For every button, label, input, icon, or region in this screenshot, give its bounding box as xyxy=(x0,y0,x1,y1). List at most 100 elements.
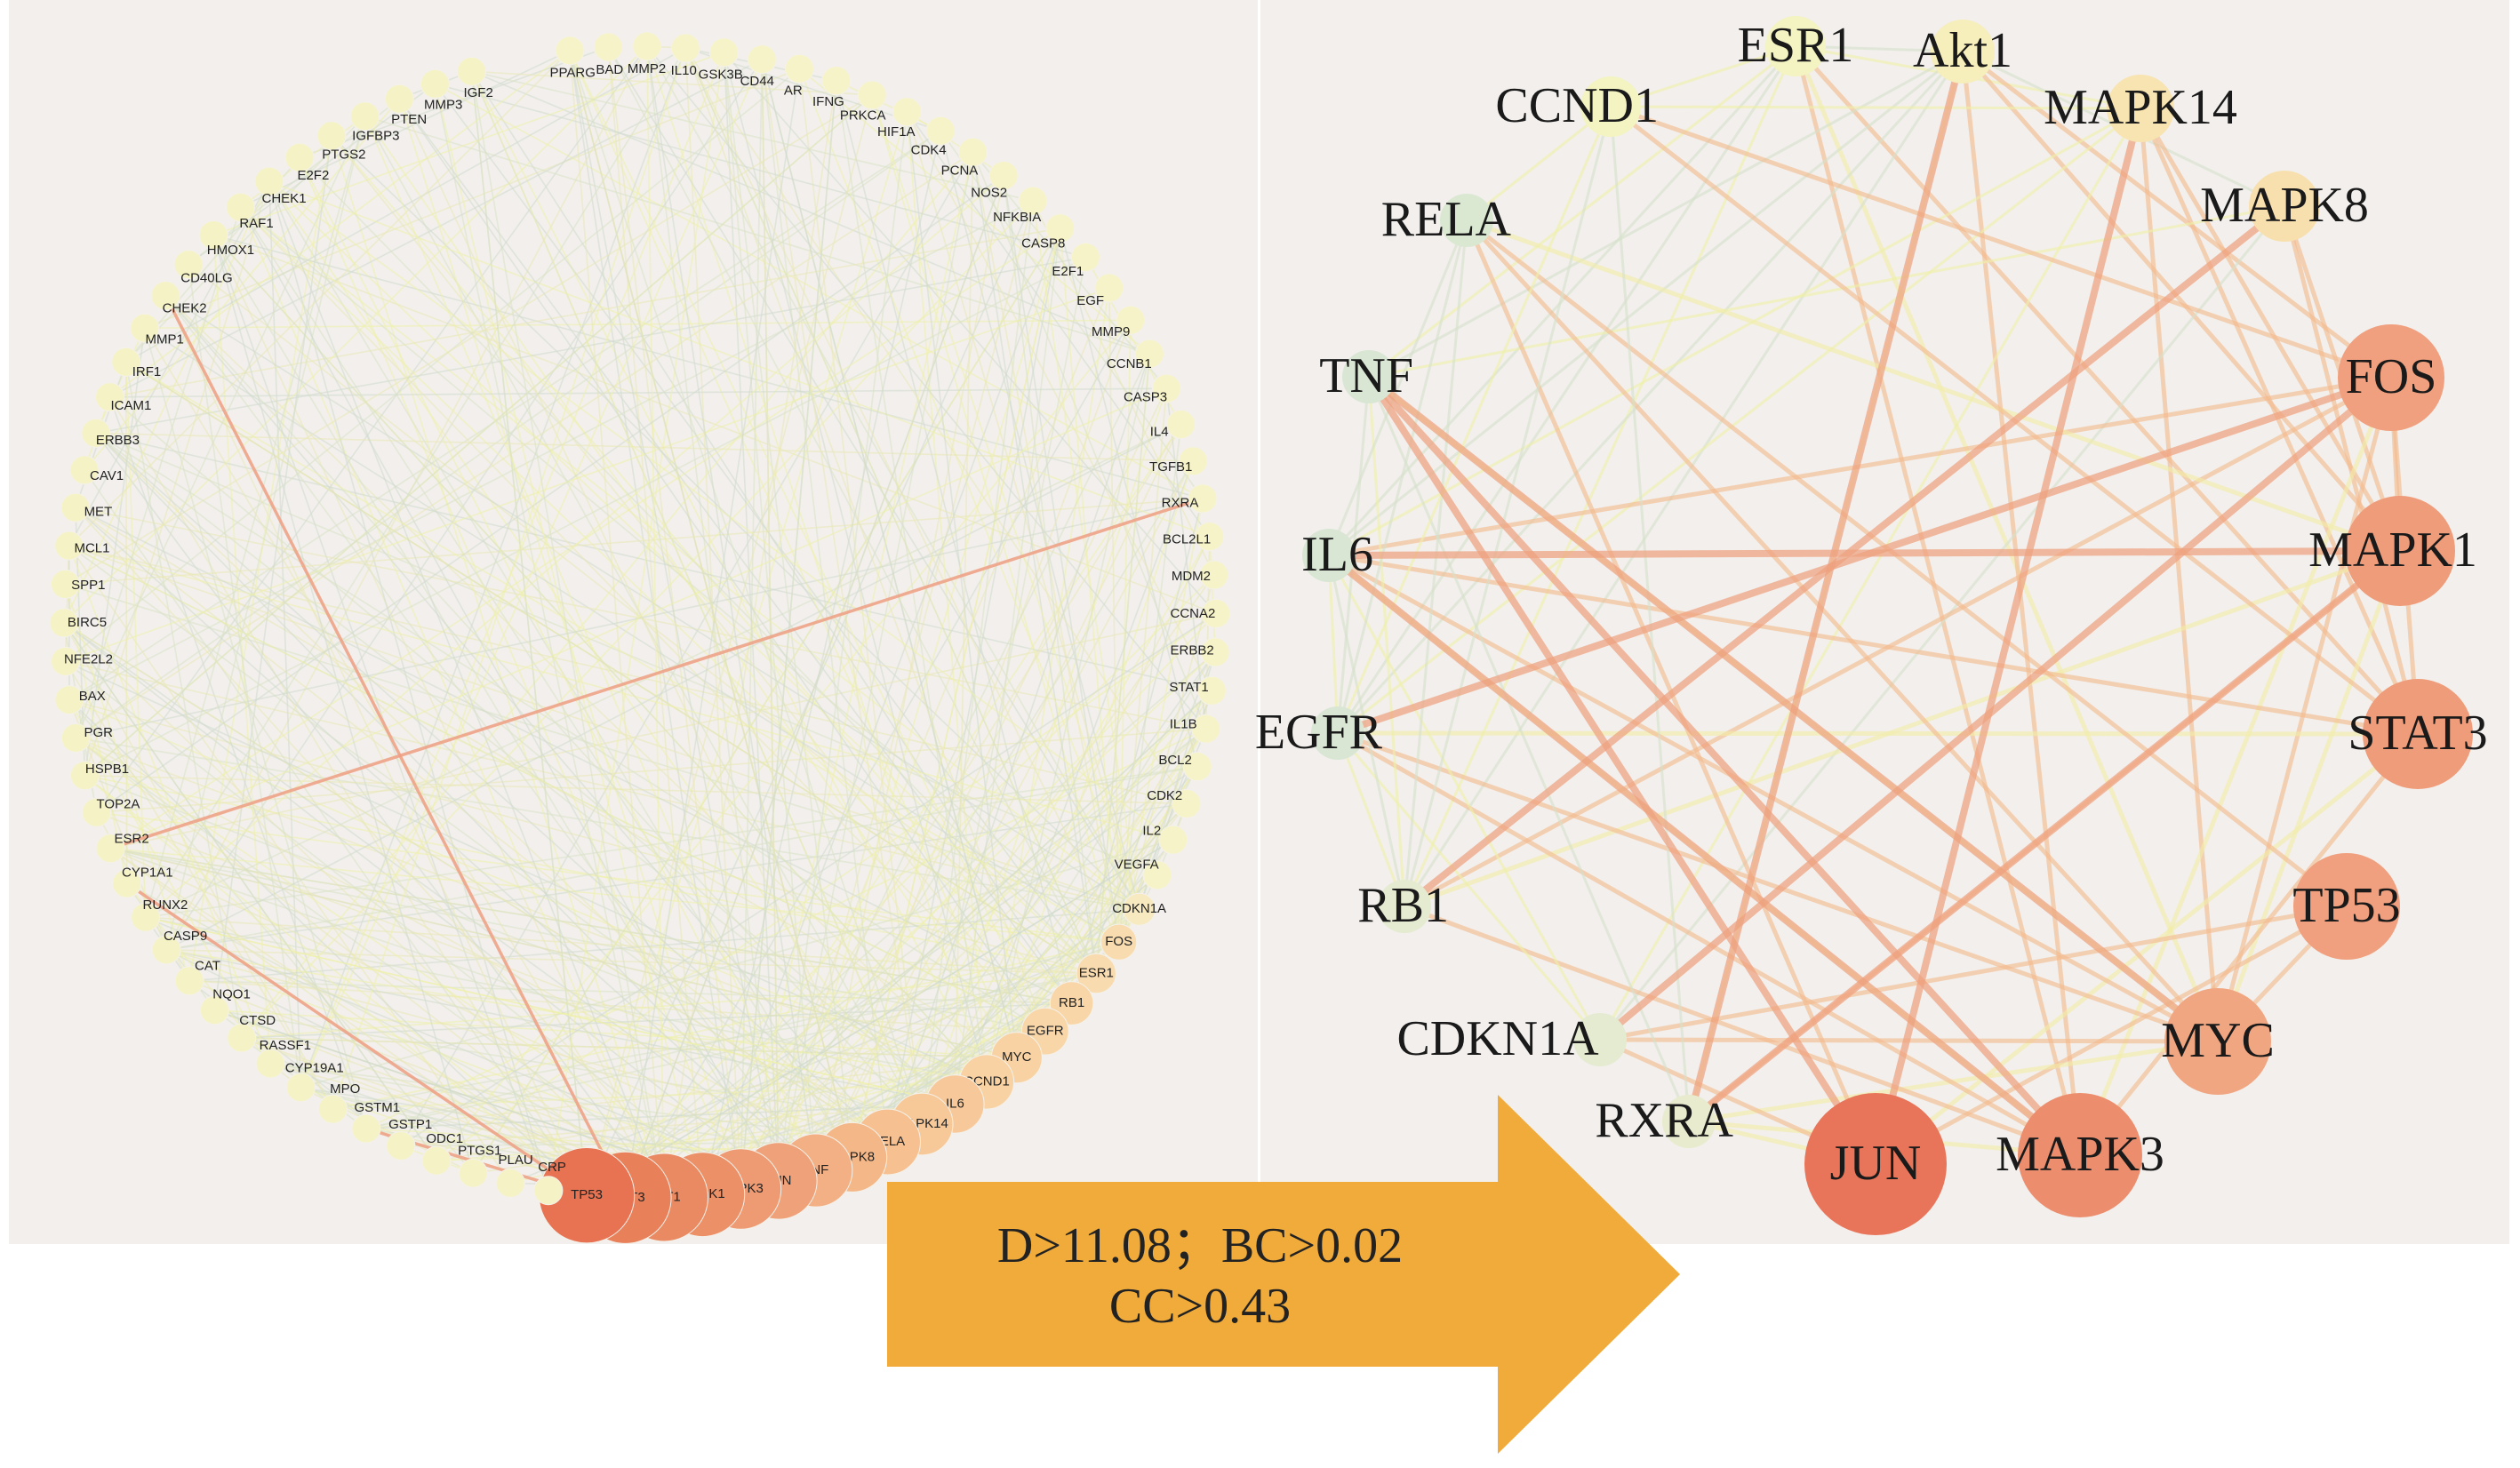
left-edge xyxy=(299,156,817,1171)
left-edge xyxy=(470,71,588,1196)
right-edge xyxy=(1403,219,1468,907)
left-node-circle xyxy=(386,1130,416,1161)
right-edge xyxy=(1337,730,2419,737)
left-edge xyxy=(723,52,853,1158)
right-node-label: ESR1 xyxy=(1738,18,1854,73)
right-node-label: MAPK1 xyxy=(2308,523,2477,578)
left-edge xyxy=(400,612,1217,1147)
left-node-label: CDK2 xyxy=(1147,788,1182,803)
left-edge xyxy=(268,181,302,1088)
right-node-ccnd1: CCND1 xyxy=(1495,76,1659,137)
left-node-label: CASP3 xyxy=(1124,390,1167,405)
left-node-label: PCNA xyxy=(941,163,979,178)
left-node-mmp2: MMP2 xyxy=(628,31,666,76)
left-edge xyxy=(740,80,837,1190)
left-node-bax: BAX xyxy=(54,685,106,715)
right-node-myc: MYC xyxy=(2161,988,2275,1095)
left-node-label: VEGFA xyxy=(1115,857,1159,872)
left-edge xyxy=(68,545,271,1065)
left-node-label: IL4 xyxy=(1150,424,1169,439)
left-node-circle xyxy=(150,281,180,311)
left-edge xyxy=(398,98,1046,1033)
left-node-label: E2F2 xyxy=(297,168,329,183)
left-edge xyxy=(144,328,367,1129)
left-edge xyxy=(684,47,1120,943)
left-edge xyxy=(364,115,1150,355)
left-node-chek1: CHEK1 xyxy=(254,166,307,206)
left-highlight-edge xyxy=(125,882,588,1197)
left-node-circle xyxy=(151,935,181,965)
left-edge xyxy=(75,507,817,1171)
right-node-circle xyxy=(2249,171,2320,242)
left-node-il4: IL4 xyxy=(1150,410,1196,440)
left-edge xyxy=(144,116,366,918)
left-edge xyxy=(239,206,1140,910)
right-strong-edge xyxy=(1366,374,2083,1158)
right-node-circle xyxy=(2363,679,2473,789)
right-strong-edge xyxy=(1326,552,2083,1159)
right-node-label: CDKN1A xyxy=(1396,1011,1599,1066)
left-node-label: EGF xyxy=(1076,293,1104,308)
arrow-criteria-line1: D>11.08；BC>0.02 xyxy=(997,1218,1403,1273)
left-node-circle xyxy=(69,761,100,791)
right-node-rxra: RXRA xyxy=(1595,1093,1734,1148)
right-node-label: MAPK3 xyxy=(1996,1127,2164,1182)
left-node-bcl2l1: BCL2L1 xyxy=(1163,522,1225,552)
left-node-hspb1: HSPB1 xyxy=(69,761,129,791)
left-node-circle xyxy=(349,101,380,132)
left-edge xyxy=(921,200,1034,1125)
right-node-circle xyxy=(1662,1095,1716,1148)
left-node-label: BCL2 xyxy=(1158,753,1192,768)
left-node-circle xyxy=(49,608,79,638)
left-node-label: AR xyxy=(784,83,803,98)
left-node-circle xyxy=(988,161,1019,191)
left-edge xyxy=(164,295,988,1083)
left-node-label: IRF1 xyxy=(132,364,162,379)
left-edge xyxy=(95,174,1004,813)
right-node-circle xyxy=(1804,1093,1947,1235)
left-node-ar: AR xyxy=(784,53,814,98)
right-node-label: Akt1 xyxy=(1913,23,2012,78)
left-node-circle xyxy=(111,347,141,377)
left-edge xyxy=(110,848,1045,1033)
left-node-cav1: CAV1 xyxy=(69,455,124,485)
left-node-label: RXRA xyxy=(1162,496,1199,511)
left-edge xyxy=(1165,388,1207,730)
left-node-label: CYP1A1 xyxy=(122,865,173,880)
right-edge xyxy=(1336,732,1602,1041)
left-network-edges xyxy=(63,45,1217,1199)
left-node-label: CRP xyxy=(538,1160,566,1175)
left-edge xyxy=(798,68,923,1125)
left-edge xyxy=(332,972,1097,1110)
left-node-label: MPO xyxy=(330,1081,360,1097)
left-node-circle xyxy=(458,1158,488,1188)
left-edge xyxy=(921,728,1207,1125)
left-node-circle xyxy=(495,1168,525,1198)
left-node-label: CAV1 xyxy=(90,468,124,483)
right-strong-edge xyxy=(1365,374,1879,1167)
arrow-shape xyxy=(887,1095,1680,1454)
left-edge xyxy=(164,295,588,1196)
left-node-ptgs2: PTGS2 xyxy=(316,121,365,163)
left-node-rxra: RXRA xyxy=(1162,483,1218,514)
left-edge xyxy=(188,979,741,1190)
right-strong-edge xyxy=(1872,108,2144,1165)
left-node-label: CASP8 xyxy=(1021,236,1065,251)
right-node-circle xyxy=(2107,75,2174,142)
left-node-mmp1: MMP1 xyxy=(130,313,184,347)
left-node-circle xyxy=(925,116,956,146)
left-node-circle xyxy=(131,902,161,932)
left-node-bcl2: BCL2 xyxy=(1158,752,1212,782)
left-highlight-edge xyxy=(109,497,1204,850)
left-node-circle xyxy=(60,492,91,523)
left-node-ptgs1: PTGS1 xyxy=(458,1143,501,1188)
left-node-circle xyxy=(173,250,204,280)
left-edge xyxy=(1070,498,1204,1004)
left-edge xyxy=(569,50,853,1158)
left-edge xyxy=(436,319,1132,1161)
left-edge xyxy=(886,728,1207,1143)
left-edge xyxy=(663,612,1217,1198)
left-node-circle xyxy=(1166,410,1196,440)
left-edge xyxy=(144,319,1131,330)
